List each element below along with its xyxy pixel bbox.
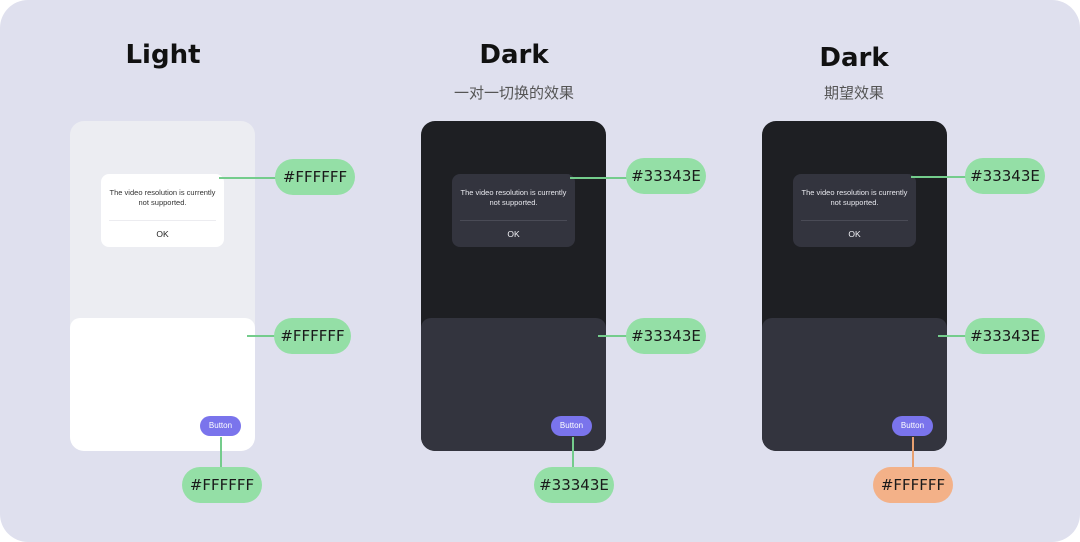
connector-dark-1-button bbox=[572, 437, 574, 469]
connector-dark-1-dialog bbox=[570, 177, 630, 179]
connector-dark-2-button bbox=[912, 437, 914, 469]
connector-dark-2-dialog bbox=[911, 176, 971, 178]
label-light-button: #FFFFFF bbox=[182, 467, 262, 503]
dialog-divider bbox=[460, 220, 567, 221]
phone-dark-1: The video resolution is currently not su… bbox=[421, 121, 606, 451]
dialog-ok-button[interactable]: OK bbox=[848, 229, 861, 239]
phone-dark-2: The video resolution is currently not su… bbox=[762, 121, 947, 451]
connector-dark-2-sheet bbox=[938, 335, 968, 337]
label-dark-2-dialog: #33343E bbox=[965, 158, 1045, 194]
column-subtitle-dark-2: 期望效果 bbox=[823, 84, 884, 102]
dialog-ok-button[interactable]: OK bbox=[156, 229, 169, 239]
dialog-message: The video resolution is currently not su… bbox=[801, 188, 908, 207]
sheet-button-light[interactable]: Button bbox=[200, 416, 241, 436]
connector-light-sheet bbox=[247, 335, 277, 337]
column-title-dark-2: Dark bbox=[819, 43, 889, 73]
dialog-light: The video resolution is currently not su… bbox=[101, 174, 224, 247]
dialog-dark-1: The video resolution is currently not su… bbox=[452, 174, 575, 247]
dialog-message: The video resolution is currently not su… bbox=[109, 188, 216, 207]
connector-light-dialog bbox=[219, 177, 279, 179]
label-light-sheet: #FFFFFF bbox=[274, 318, 351, 354]
label-dark-1-sheet: #33343E bbox=[626, 318, 706, 354]
column-title-dark-1: Dark bbox=[479, 40, 549, 70]
connector-light-button bbox=[220, 437, 222, 469]
dialog-divider bbox=[801, 220, 908, 221]
dialog-ok-button[interactable]: OK bbox=[507, 229, 520, 239]
phone-light: The video resolution is currently not su… bbox=[70, 121, 255, 451]
label-dark-1-dialog: #33343E bbox=[626, 158, 706, 194]
dialog-dark-2: The video resolution is currently not su… bbox=[793, 174, 916, 247]
dialog-divider bbox=[109, 220, 216, 221]
connector-dark-1-sheet bbox=[598, 335, 628, 337]
column-subtitle-dark-1: 一对一切换的效果 bbox=[453, 84, 574, 102]
sheet-button-dark-1[interactable]: Button bbox=[551, 416, 592, 436]
sheet-button-dark-2[interactable]: Button bbox=[892, 416, 933, 436]
label-dark-2-sheet: #33343E bbox=[965, 318, 1045, 354]
column-title-light: Light bbox=[125, 40, 201, 70]
label-dark-1-button: #33343E bbox=[534, 467, 614, 503]
dialog-message: The video resolution is currently not su… bbox=[460, 188, 567, 207]
label-dark-2-button: #FFFFFF bbox=[873, 467, 953, 503]
label-light-dialog: #FFFFFF bbox=[275, 159, 355, 195]
